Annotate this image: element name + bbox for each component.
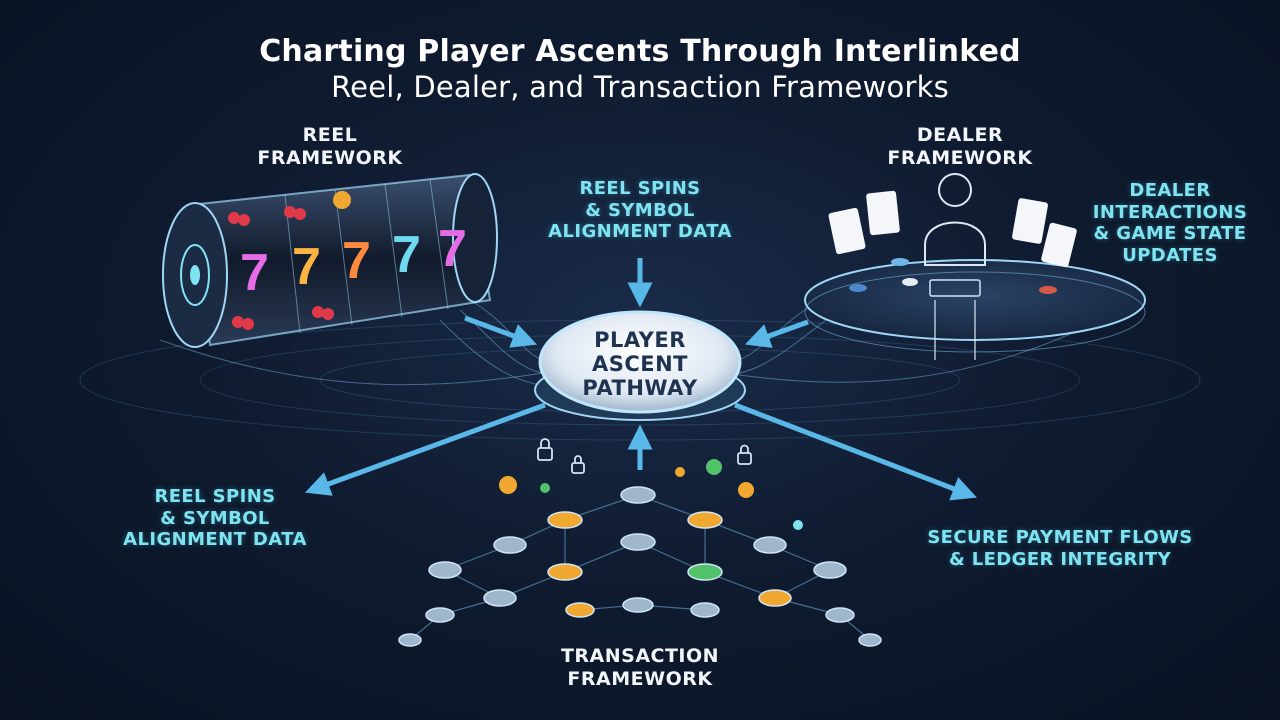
hub-label-line1: PLAYER <box>594 328 686 352</box>
hub-to-left-flow-line1: REEL SPINS <box>154 486 276 507</box>
floating-coins-icon <box>499 459 803 530</box>
reel-symbol-2: 7 <box>292 238 321 296</box>
reel-to-hub-flow-label: REEL SPINS & SYMBOL ALIGNMENT DATA <box>540 178 740 243</box>
hub-to-right-flow-label: SECURE PAYMENT FLOWS & LEDGER INTEGRITY <box>920 527 1200 570</box>
transaction-framework-label-line1: TRANSACTION <box>560 645 720 667</box>
cherry-icon <box>228 206 334 330</box>
reel-sevens: 7 7 7 7 7 <box>240 220 467 302</box>
padlock-icon <box>537 438 752 474</box>
dealer-to-hub-flow-line3: & GAME STATE <box>1093 223 1247 245</box>
hub-to-left-flow-line2: & SYMBOL <box>160 507 270 529</box>
coin-symbol-icon <box>333 191 351 209</box>
dealer-framework-label-line1: DEALER <box>916 124 1004 146</box>
hub-to-left-flow-label: REEL SPINS & SYMBOL ALIGNMENT DATA <box>110 486 320 551</box>
dealer-to-hub-flow-line2: INTERACTIONS <box>1092 201 1248 223</box>
dealer-to-hub-flow-line4: UPDATES <box>1122 244 1218 266</box>
reel-framework-label-line1: REEL <box>302 124 358 146</box>
arrow-reel-to-hub <box>464 315 538 348</box>
diagram-title-line2: Reel, Dealer, and Transaction Frameworks <box>331 70 949 104</box>
dealer-figure-icon <box>924 173 986 360</box>
arrow-dealer-to-hub <box>744 319 809 348</box>
reel-framework-label-line2: FRAMEWORK <box>257 146 403 169</box>
transaction-framework-label-line2: FRAMEWORK <box>567 667 713 690</box>
player-ascent-hub <box>534 310 746 421</box>
dealer-framework-label-line2: FRAMEWORK <box>887 146 1033 169</box>
hub-label: PLAYER ASCENT PATHWAY <box>560 328 720 400</box>
dealer-to-hub-flow-label: DEALER INTERACTIONS & GAME STATE UPDATES <box>1075 180 1265 266</box>
diagram-title-line1: Charting Player Ascents Through Interlin… <box>259 34 1021 69</box>
dealer-to-hub-flow-line1: DEALER <box>1129 180 1211 201</box>
transaction-framework-label: TRANSACTION FRAMEWORK <box>530 645 750 691</box>
reel-symbol-5: 7 <box>438 220 467 278</box>
poker-chips-icon <box>849 258 1057 294</box>
reel-symbol-3: 7 <box>342 232 371 290</box>
dealer-framework-label: DEALER FRAMEWORK <box>870 124 1050 170</box>
hub-to-left-flow-line3: ALIGNMENT DATA <box>123 529 307 551</box>
reel-framework-label: REEL FRAMEWORK <box>240 124 420 170</box>
arrow-hub-to-right <box>734 402 978 501</box>
reel-to-hub-flow-line2: & SYMBOL <box>585 199 695 221</box>
hub-label-line2: ASCENT <box>591 352 689 377</box>
arrow-hub-to-left <box>304 402 546 496</box>
flow-arrows <box>304 258 978 501</box>
hub-label-line3: PATHWAY <box>582 376 698 401</box>
slot-reel-machine <box>162 173 498 348</box>
reel-to-hub-flow-line1: REEL SPINS <box>579 178 701 199</box>
reel-to-hub-flow-line3: ALIGNMENT DATA <box>548 221 732 243</box>
reel-symbol-1: 7 <box>240 244 269 302</box>
transaction-network <box>398 438 882 647</box>
reel-symbol-4: 7 <box>392 226 421 284</box>
playing-cards-icon <box>828 190 1077 268</box>
hub-to-right-flow-line2: & LEDGER INTEGRITY <box>948 548 1172 570</box>
hub-to-right-flow-line1: SECURE PAYMENT FLOWS <box>927 527 1193 548</box>
